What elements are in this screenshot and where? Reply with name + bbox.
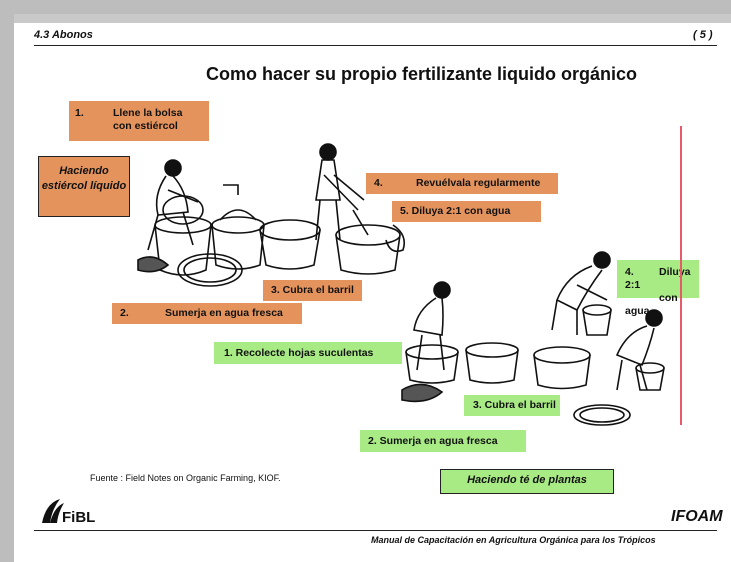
fibl-logo-text: FiBL xyxy=(62,509,95,525)
footer-text: Manual de Capacitación en Agricultura Or… xyxy=(371,535,656,545)
section-header: 4.3 Abonos xyxy=(34,29,93,41)
fibl-logo: FiBL xyxy=(40,497,110,526)
top-bar xyxy=(14,14,731,23)
tea-section-box: Haciendo té de plantas xyxy=(440,469,614,494)
tea-step-3-label: 3. Cubra el barril xyxy=(464,395,560,416)
header-divider xyxy=(34,45,717,46)
footer-divider xyxy=(34,530,717,531)
manure-step-5-label: 5. Diluya 2:1 con agua xyxy=(392,201,541,222)
tea-step-4-label: 4.Diluya 2:1 con agua xyxy=(617,260,699,317)
source-credit: Fuente : Field Notes on Organic Farming,… xyxy=(90,473,281,483)
page-title: Como hacer su propio fertilizante liquid… xyxy=(206,64,638,84)
manure-section-box: Haciendo estiércol líquido xyxy=(38,156,130,217)
manure-step-2-label: 2.Sumerja en agua fresca xyxy=(112,303,302,324)
plant-tea-illustration xyxy=(401,251,665,426)
ifoam-logo: IFOAM xyxy=(671,503,731,525)
ifoam-logo-text: IFOAM xyxy=(671,508,723,525)
manure-step-1-label: 1.Llene la bolsa con estiércol xyxy=(69,101,209,141)
section-divider-line xyxy=(680,126,682,425)
page-number: ( 5 ) xyxy=(693,29,713,41)
tea-step-2-label: 2. Sumerja en agua fresca xyxy=(360,430,526,452)
tea-step-1-label: 1. Recolecte hojas suculentas xyxy=(214,342,402,364)
manure-illustration xyxy=(137,143,406,287)
manure-step-3-label: 3. Cubra el barril xyxy=(263,280,362,301)
manure-step-4-label: 4.Revuélvala regularmente xyxy=(366,173,558,194)
